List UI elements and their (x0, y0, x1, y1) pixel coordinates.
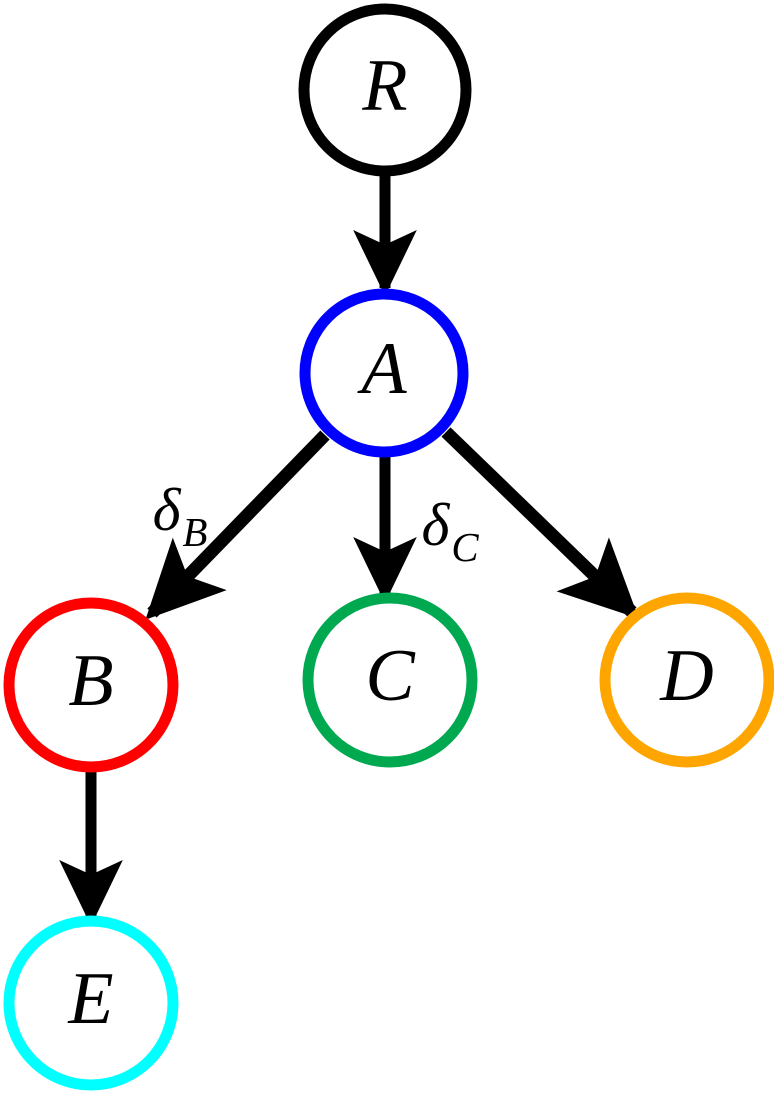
edge-label-symbol: δ (421, 492, 450, 558)
node-a[interactable]: A (299, 288, 469, 458)
node-r-label: R (361, 45, 407, 127)
node-r[interactable]: R (298, 3, 472, 177)
edge-label-subscript: B (182, 510, 207, 555)
node-c-label: C (365, 635, 416, 717)
node-a-label: A (356, 328, 407, 410)
nodes-layer: R A B C D E (3, 3, 774, 1091)
edge-label-a-c: δC (421, 492, 479, 570)
node-b-label: B (68, 640, 113, 722)
edge-label-a-b: δB (153, 477, 208, 555)
edge-label-subscript: C (451, 525, 479, 570)
node-e-circle[interactable] (3, 915, 179, 1091)
node-c-circle[interactable] (302, 592, 478, 768)
node-d[interactable]: D (599, 592, 774, 768)
node-e[interactable]: E (3, 915, 179, 1091)
node-c[interactable]: C (302, 592, 478, 768)
edges-layer (59, 173, 639, 926)
node-d-circle[interactable] (599, 592, 774, 768)
edge-a-to-d (441, 427, 639, 619)
node-r-circle[interactable] (298, 3, 472, 177)
node-a-circle[interactable] (299, 288, 469, 458)
node-d-label: D (659, 635, 713, 717)
node-b[interactable]: B (3, 597, 179, 773)
node-b-circle[interactable] (3, 597, 179, 773)
edge-label-symbol: δ (153, 477, 182, 543)
node-e-label: E (67, 958, 113, 1040)
edge-a-to-b (145, 430, 330, 620)
